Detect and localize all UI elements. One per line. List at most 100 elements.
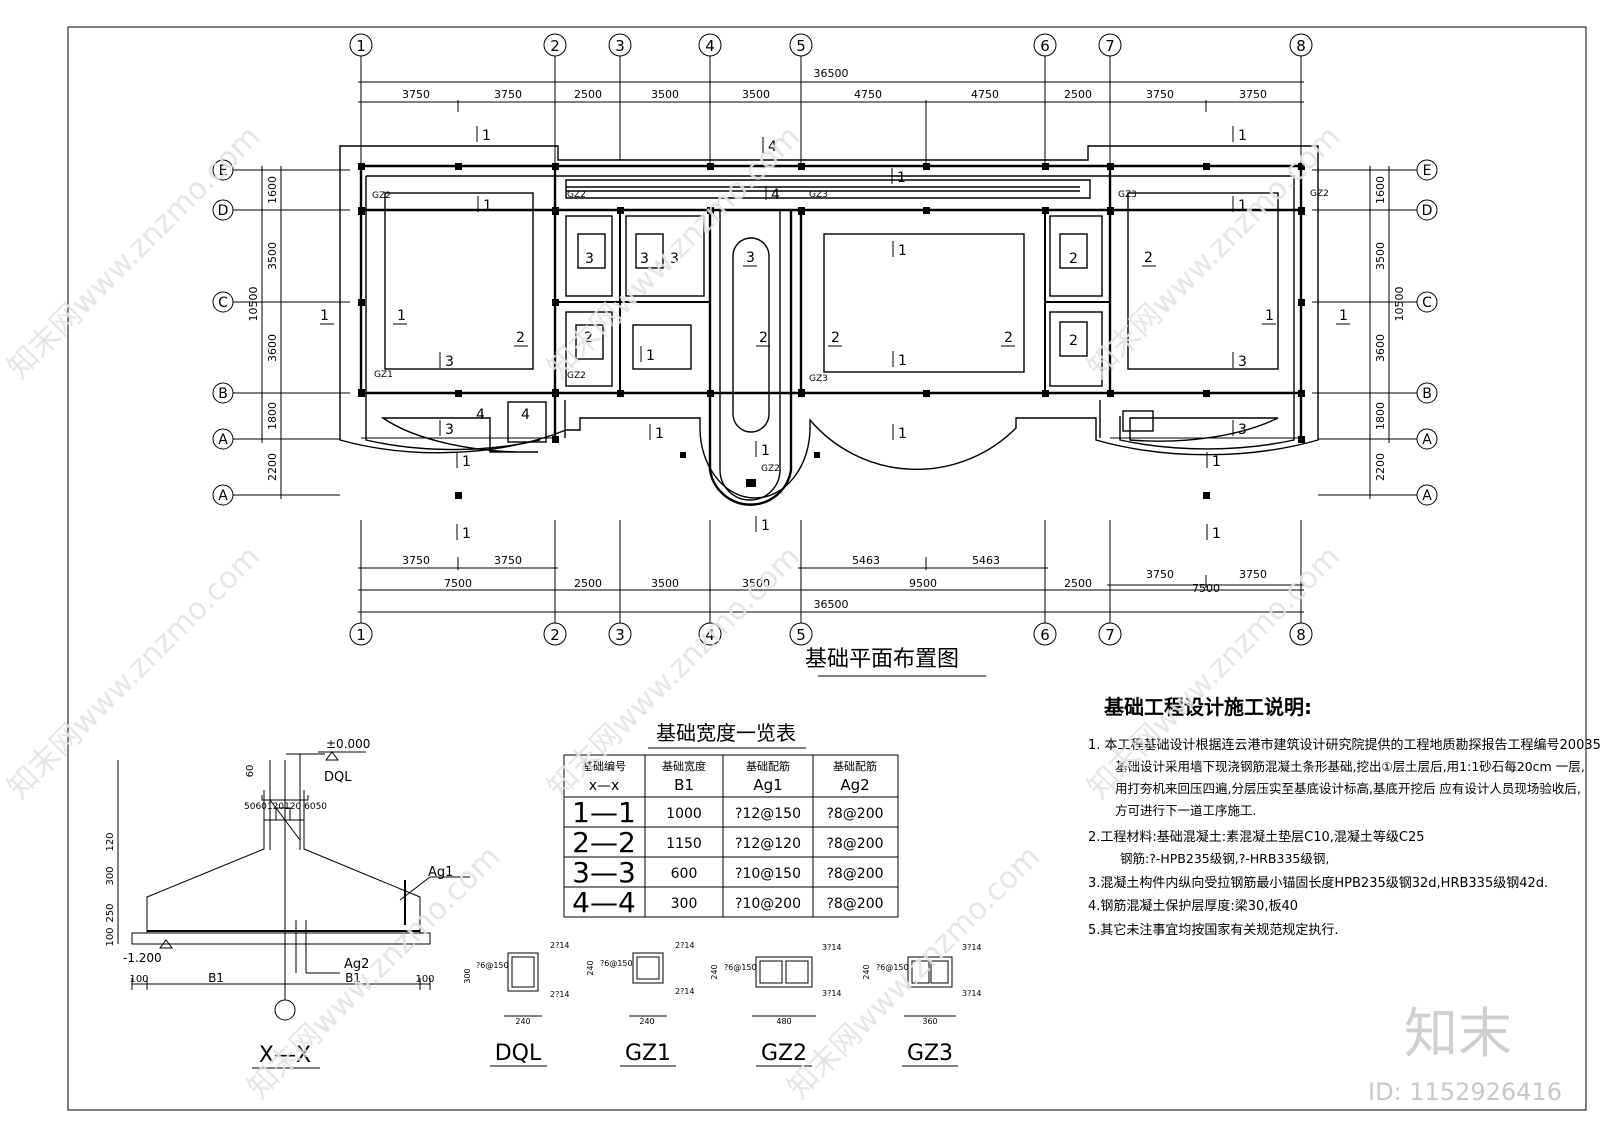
svg-text:2200: 2200 (1374, 453, 1387, 481)
svg-text:3500: 3500 (1374, 242, 1387, 270)
section-mark: 1 (649, 424, 664, 442)
svg-text:5: 5 (796, 37, 806, 55)
svg-text:GZ2: GZ2 (1310, 189, 1329, 199)
svg-text:3500: 3500 (651, 577, 679, 590)
svg-text:GZ2: GZ2 (567, 190, 586, 200)
watermark-text: 知末网www.znzmo.com (1, 119, 267, 385)
svg-text:240: 240 (639, 1017, 654, 1026)
axis-e-right: E (1416, 159, 1438, 181)
svg-text:7500: 7500 (444, 577, 472, 590)
svg-text:3500: 3500 (266, 242, 279, 270)
section-dims-left: 60 120 300 250 100 (105, 760, 256, 947)
section-mark: 1 (456, 452, 471, 470)
svg-text:D: D (1422, 203, 1433, 219)
section-mark: 1 (755, 516, 770, 534)
svg-text:GZ3: GZ3 (809, 374, 828, 384)
section-mark: 1 (755, 441, 770, 459)
section-mark: 2 (828, 330, 842, 347)
section-mark: 1 (1336, 308, 1350, 325)
svg-text:8: 8 (1296, 626, 1306, 644)
svg-text:2: 2 (759, 330, 768, 346)
table-cell: ?8@200 (826, 896, 883, 912)
svg-text:360: 360 (922, 1017, 937, 1026)
axis-c-left: C (212, 291, 234, 313)
svg-text:B: B (1422, 386, 1432, 402)
svg-text:240: 240 (710, 964, 719, 979)
section-mark: 3 (1232, 420, 1247, 438)
svg-text:3: 3 (615, 626, 625, 644)
detail-title: GZ3 (907, 1041, 953, 1066)
svg-text:GZ3: GZ3 (809, 190, 828, 200)
svg-text:2500: 2500 (1064, 88, 1092, 101)
section-mark: 1 (476, 126, 491, 144)
svg-text:2?14: 2?14 (675, 987, 695, 996)
axis-3-bottom: 3 (608, 622, 632, 646)
axis-3-top: 3 (608, 33, 632, 57)
svg-text:1: 1 (483, 198, 492, 214)
table-row: 2—2 1150 ?12@120 ?8@200 (572, 826, 883, 859)
section-mark: 1 (1206, 452, 1221, 470)
svg-text:3?14: 3?14 (962, 943, 982, 952)
foundation-width-table: 基础宽度一览表 基础编号 基础宽度 基础配筋 基础配筋 x—x B1 Ag1 A… (563, 721, 899, 919)
note-line: 4.钢筋混凝土保护层厚度:梁30,板40 (1088, 898, 1298, 914)
svg-text:C: C (1422, 295, 1432, 311)
dims-top: 36500 3750 3750 2500 3500 3500 4750 4750… (358, 67, 1304, 103)
svg-text:D: D (218, 203, 229, 219)
svg-text:36500: 36500 (814, 67, 849, 80)
svg-text:7: 7 (1105, 37, 1115, 55)
svg-text:1: 1 (898, 243, 907, 259)
plan-title: 基础平面布置图 (805, 647, 959, 672)
svg-text:?6@150: ?6@150 (600, 959, 633, 968)
svg-text:7500: 7500 (1192, 582, 1220, 595)
header-cell: 基础配筋 (833, 759, 877, 773)
svg-text:GZ2: GZ2 (372, 191, 391, 201)
svg-text:2: 2 (1004, 330, 1013, 346)
svg-text:GZ2: GZ2 (761, 464, 780, 474)
svg-text:3600: 3600 (266, 334, 279, 362)
svg-text:3750: 3750 (402, 554, 430, 567)
svg-text:3?14: 3?14 (822, 943, 842, 952)
section-marks: 1 4 1 1 4 1 1 1 1 3 3 3 3 1 1 1 1 1 1 1 … (320, 126, 1350, 542)
section-mark: 1 (393, 308, 407, 325)
note-line: 3.混凝土构件内纵向受拉钢筋最小锚固长度HPB235级钢32d,HRB335级钢… (1088, 875, 1548, 891)
svg-text:3: 3 (445, 354, 454, 370)
elevation-top: ±0.000 (326, 737, 370, 751)
section-mark: 1 (320, 308, 334, 325)
axis-6-top: 6 (1033, 33, 1057, 57)
svg-text:1: 1 (462, 526, 471, 542)
brand-logo: 知末 (1404, 1002, 1512, 1065)
svg-text:3?14: 3?14 (822, 989, 842, 998)
axis-1-top: 1 (349, 33, 373, 57)
svg-text:3: 3 (746, 250, 755, 266)
section-mark: 3 (439, 352, 454, 370)
svg-text:100: 100 (415, 974, 434, 985)
svg-text:1: 1 (356, 37, 366, 55)
svg-text:4: 4 (521, 407, 530, 423)
section-mark: 3 (640, 251, 649, 267)
svg-text:E: E (1423, 163, 1432, 179)
svg-text:1: 1 (482, 128, 491, 144)
section-mark: 1 (1232, 196, 1247, 214)
note-line: 1. 本工程基础设计根据连云港市建筑设计研究院提供的工程地质勘探报告工程编号20… (1088, 737, 1600, 753)
svg-text:A: A (218, 432, 228, 448)
svg-text:9500: 9500 (909, 577, 937, 590)
section-mark: 1 (891, 168, 906, 186)
section-mark: 2 (584, 330, 593, 346)
section-mark: 1 (1206, 524, 1221, 542)
svg-text:1600: 1600 (266, 176, 279, 204)
table-cell: 3—3 (572, 856, 636, 889)
svg-text:1: 1 (898, 426, 907, 442)
svg-text:1: 1 (320, 308, 329, 324)
svg-text:4: 4 (771, 187, 780, 203)
axis-bubbles-bottom: 1 2 3 4 5 6 7 8 (349, 622, 1313, 646)
column-tags: GZ2 GZ2 GZ3 GZ3 GZ2 GZ1 GZ2 GZ3 GZ2 (372, 189, 1329, 474)
svg-text:A: A (1422, 488, 1432, 504)
axis-a-right: A (1416, 428, 1438, 450)
axis-d-left: D (212, 199, 234, 221)
table-cell: ?10@150 (735, 866, 801, 882)
svg-text:C: C (218, 295, 228, 311)
axis-d-right: D (1416, 199, 1438, 221)
svg-text:3750: 3750 (494, 88, 522, 101)
svg-text:1: 1 (1212, 526, 1221, 542)
section-mark: 1 (477, 196, 492, 214)
